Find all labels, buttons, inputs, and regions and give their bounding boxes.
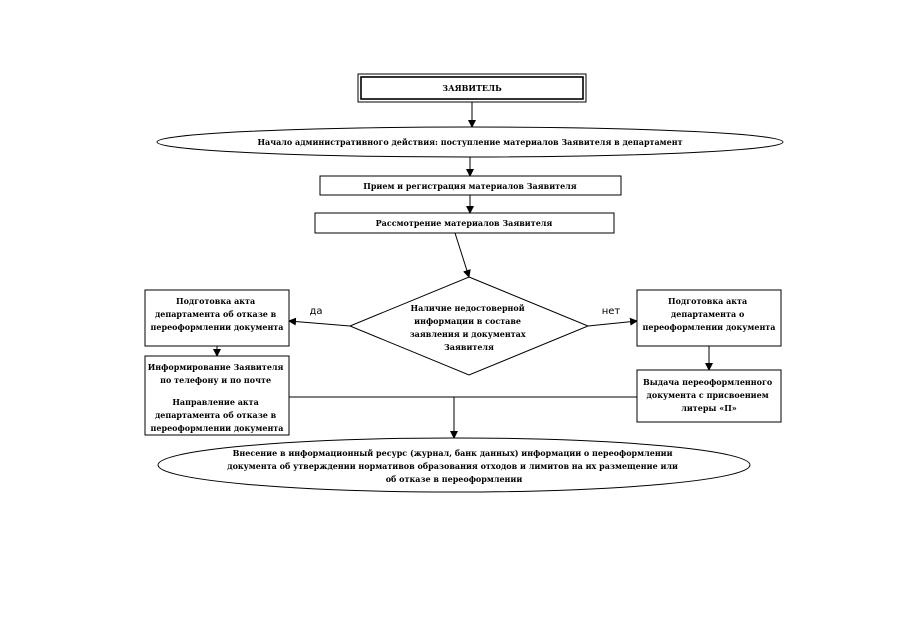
start-label: Начало административного действия: посту… (257, 137, 682, 147)
issue-line: Выдача переоформленного (643, 377, 773, 387)
edge-no (587, 317, 638, 327)
decision-node: Наличие недостоверной информации в соста… (348, 276, 590, 376)
reissue-act-label: Подготовка акта департамента о переоформ… (643, 296, 776, 332)
inform-label: Информирование Заявителя по телефону и п… (148, 362, 287, 433)
inform-line: Информирование Заявителя (148, 362, 284, 372)
final-line: об отказе в переоформлении (386, 474, 523, 484)
final-line: документа об утверждении нормативов обра… (227, 461, 678, 471)
issue-line: документа с присвоением (647, 390, 769, 400)
decision-line: заявления и документах (410, 329, 526, 339)
edge-review-decision (454, 232, 471, 278)
decision-line: информации в составе (414, 316, 521, 326)
inform-line: департамента об отказе в (155, 410, 277, 420)
final-node: Внесение в информационный ресурс (журнал… (157, 437, 751, 493)
refusal-act-line: департамента об отказе в (155, 309, 277, 319)
inform-line: переоформлении документа (151, 423, 284, 433)
decision-line: Наличие недостоверной (411, 303, 525, 313)
no-label: нет (602, 306, 621, 317)
issue-line: литеры «П» (681, 403, 737, 413)
inform-node: Информирование Заявителя по телефону и п… (144, 355, 290, 436)
decision-line: Заявителя (444, 342, 494, 352)
reissue-act-line: департамента о (671, 309, 745, 319)
decision-label: Наличие недостоверной информации в соста… (410, 303, 529, 352)
final-line: Внесение в информационный ресурс (журнал… (233, 448, 673, 458)
refusal-act-line: Подготовка акта (176, 296, 255, 306)
issue-node: Выдача переоформленного документа с прис… (636, 369, 782, 423)
review-node: Рассмотрение материалов Заявителя (314, 212, 615, 234)
inform-line: Направление акта (172, 397, 258, 407)
applicant-label: ЗАЯВИТЕЛЬ (442, 83, 502, 93)
reissue-act-node: Подготовка акта департамента о переоформ… (636, 289, 782, 347)
reissue-act-line: переоформлении документа (643, 322, 776, 332)
final-label: Внесение в информационный ресурс (журнал… (227, 448, 681, 484)
start-node: Начало административного действия: посту… (156, 126, 784, 158)
inform-line: по телефону и по почте (160, 375, 271, 385)
reception-node: Прием и регистрация материалов Заявителя (319, 175, 622, 196)
review-label: Рассмотрение материалов Заявителя (376, 218, 553, 228)
yes-label: да (309, 306, 322, 317)
edge-yes (288, 317, 351, 327)
refusal-act-label: Подготовка акта департамента об отказе в… (151, 296, 284, 332)
reception-label: Прием и регистрация материалов Заявителя (363, 181, 577, 191)
reissue-act-line: Подготовка акта (668, 296, 747, 306)
refusal-act-node: Подготовка акта департамента об отказе в… (144, 289, 290, 347)
refusal-act-line: переоформлении документа (151, 322, 284, 332)
applicant-node: ЗАЯВИТЕЛЬ (357, 73, 587, 103)
issue-label: Выдача переоформленного документа с прис… (643, 377, 775, 413)
